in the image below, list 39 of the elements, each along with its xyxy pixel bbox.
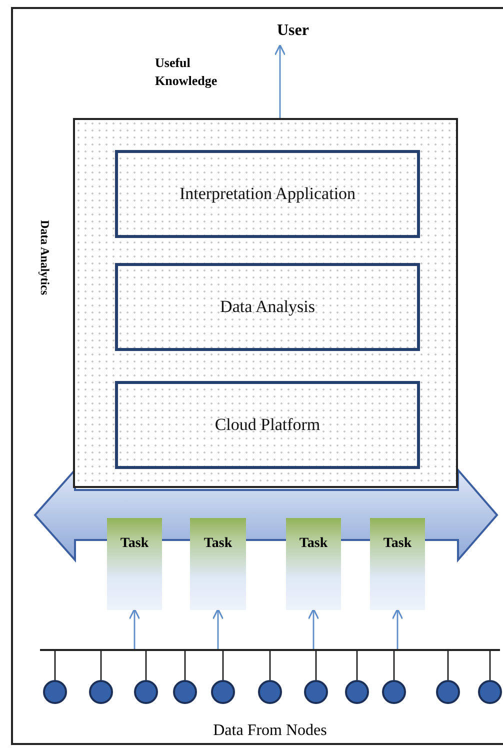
connector-line: [145, 651, 147, 680]
task-box: Task: [107, 518, 162, 610]
node-circle: [134, 680, 158, 704]
bus-line: [40, 649, 500, 651]
arrow: [392, 608, 404, 649]
connector-line: [315, 651, 317, 680]
caption-text: Data From Nodes: [212, 722, 328, 740]
connector-line: [269, 651, 271, 680]
task-box: Task: [370, 518, 425, 610]
connector-line: [222, 651, 224, 680]
node-circle: [345, 680, 369, 704]
layer-box: Data Analysis: [115, 263, 420, 351]
connector-line: [489, 651, 491, 680]
connector-line: [356, 651, 358, 680]
node-circle: [43, 680, 67, 704]
layer-box: Cloud Platform: [115, 381, 420, 469]
connector-line: [54, 651, 56, 680]
task-box: Task: [286, 518, 341, 610]
node-circle: [173, 680, 197, 704]
node-circle: [89, 680, 113, 704]
connector-line: [100, 651, 102, 680]
arrow: [128, 608, 140, 649]
panel-heading: Data Analytics: [37, 220, 52, 295]
connector-line: [393, 651, 395, 680]
arrow: [308, 608, 320, 649]
user-label: User: [265, 22, 321, 46]
node-circle: [258, 680, 282, 704]
connector-line: [447, 651, 449, 680]
node-circle: [436, 680, 460, 704]
node-circle: [211, 680, 235, 704]
layer-box: Interpretation Application: [115, 150, 420, 238]
node-circle: [478, 680, 502, 704]
task-box: Task: [190, 518, 246, 610]
arrow: [212, 608, 224, 649]
arrow: [274, 44, 286, 118]
connector-line: [184, 651, 186, 680]
node-circle: [382, 680, 406, 704]
node-circle: [304, 680, 328, 704]
edge-label: Useful Knowledge: [155, 54, 218, 90]
